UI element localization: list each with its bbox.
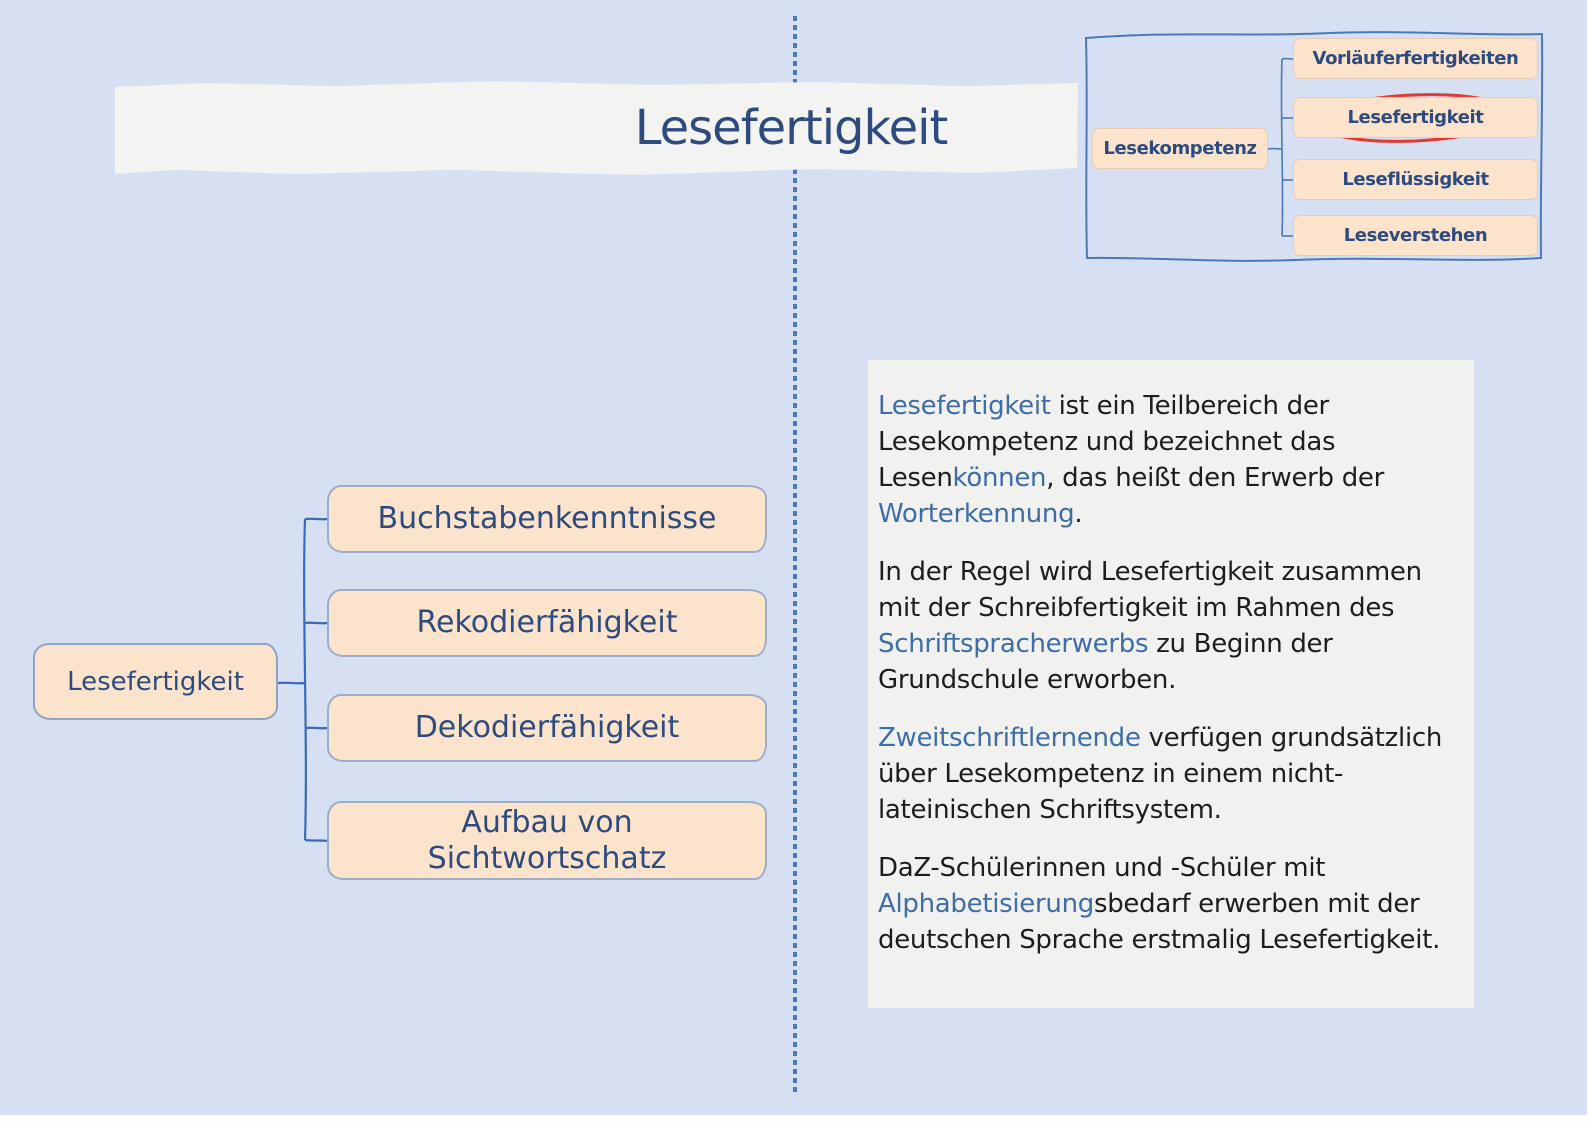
connector-line — [303, 518, 307, 841]
paragraph-text: . — [1074, 499, 1083, 529]
minimap-node-lesefluessigkeit[interactable]: Leseflüssigkeit — [1293, 159, 1538, 200]
paragraph-text: zu Beginn der Grundschule erworben. — [878, 629, 1333, 695]
inline-link[interactable]: Alphabetisierung — [878, 889, 1094, 919]
inline-link[interactable]: Lesefertigkeit — [878, 391, 1051, 421]
inline-link[interactable]: Schriftspracherwerbs — [878, 629, 1149, 659]
paragraph-text: sbedarf erwerben mit der deutschen Sprac… — [878, 889, 1441, 955]
connector-line — [304, 621, 328, 625]
divider-dotted-line — [793, 16, 797, 1094]
connector-line — [304, 517, 328, 521]
inline-link[interactable]: Zweitschriftlernende — [878, 723, 1141, 753]
connector-line — [1280, 58, 1284, 237]
paragraph-text: DaZ-Schülerinnen und -Schüler mit — [878, 853, 1326, 883]
overview-minimap: Lesekompetenz Vorläuferfertigkeiten Lese… — [1080, 28, 1548, 266]
page-title: Lesefertigkeit — [634, 100, 949, 156]
connector-line — [304, 838, 328, 843]
minimap-node-vorlaeuferfertigkeiten[interactable]: Vorläuferfertigkeiten — [1293, 38, 1538, 79]
minimap-node-lesefertigkeit[interactable]: Lesefertigkeit — [1293, 97, 1538, 138]
connector-line — [277, 681, 306, 685]
minimap-node-lesekompetenz[interactable]: Lesekompetenz — [1092, 128, 1268, 169]
inline-link[interactable]: Worterkennung — [878, 499, 1075, 529]
paragraph-text: verfügen grundsätzlich über Lesekompeten… — [878, 723, 1443, 825]
info-paragraph: Lesefertigkeit ist ein Teilbereich der L… — [878, 388, 1456, 532]
paragraph-text: , das heißt den Erwerb der — [1046, 463, 1384, 493]
info-panel: Lesefertigkeit ist ein Teilbereich der L… — [868, 360, 1474, 1008]
paragraph-text: ist ein Teilbereich der Lesekompetenz un… — [878, 391, 1336, 493]
title-banner — [115, 81, 1078, 175]
tree-connectors — [277, 517, 328, 843]
info-paragraph: Zweitschriftlernende verfügen grundsätzl… — [878, 720, 1456, 828]
tree-node-rekodierfaehigkeit[interactable]: Rekodierfähigkeit — [327, 589, 767, 657]
connector-line — [304, 726, 328, 730]
inline-link[interactable]: können — [952, 463, 1047, 493]
minimap-node-leseverstehen[interactable]: Leseverstehen — [1293, 215, 1538, 256]
tree-node-aufbau-von-sichtwortschatz[interactable]: Aufbau von Sichtwortschatz — [327, 801, 767, 880]
info-paragraph: DaZ-Schülerinnen und -Schüler mit Alphab… — [878, 850, 1456, 958]
minimap-frame — [1084, 31, 1544, 262]
tree-node-dekodierfaehigkeit[interactable]: Dekodierfähigkeit — [327, 694, 767, 762]
paragraph-text: In der Regel wird Lesefertigkeit zusamme… — [878, 557, 1422, 623]
info-paragraph: In der Regel wird Lesefertigkeit zusamme… — [878, 554, 1456, 698]
tree-node-buchstabenkenntnisse[interactable]: Buchstabenkenntnisse — [327, 485, 767, 553]
tree-node-lesefertigkeit[interactable]: Lesefertigkeit — [33, 643, 278, 720]
